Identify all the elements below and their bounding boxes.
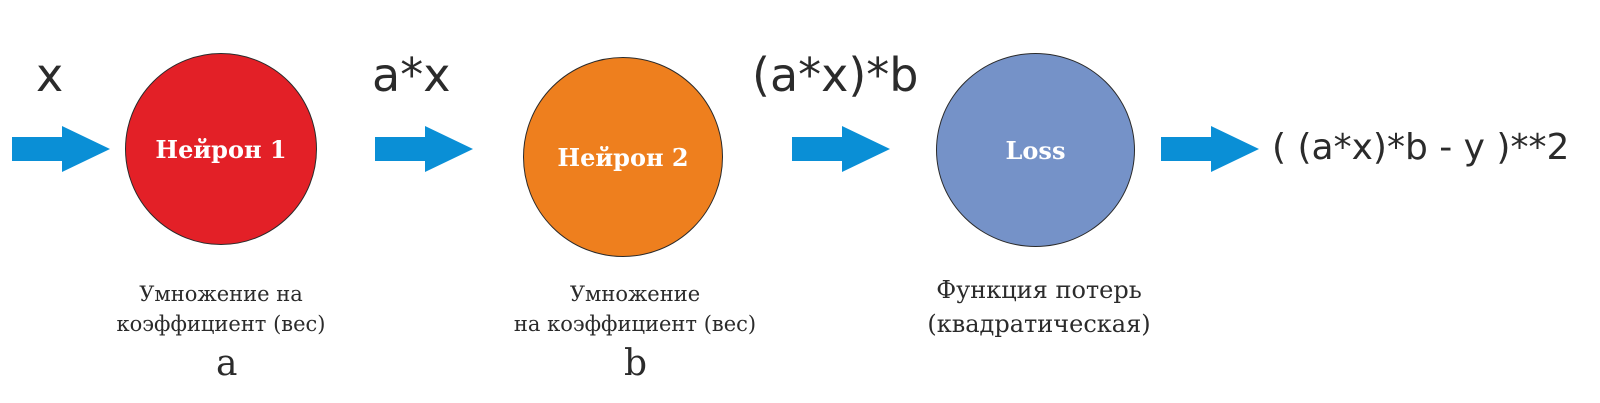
- loss-caption-line1: Функция потерь: [936, 276, 1142, 304]
- neuron-2-caption: Умножение на коэффициент (вес): [480, 279, 790, 339]
- neuron-1-caption: Умножение на коэффициент (вес): [81, 279, 361, 339]
- arrow-3-shape: [792, 126, 890, 172]
- neuron1-output-label: a*x: [372, 48, 451, 102]
- neuron-1-label: Нейрон 1: [155, 134, 287, 164]
- neuron-2-caption-line2: на коэффициент (вес): [513, 312, 757, 336]
- arrow-right-icon: [1161, 126, 1259, 172]
- neuron-2-label: Нейрон 2: [557, 142, 689, 172]
- arrow-1-shape: [12, 126, 110, 172]
- loss-caption-line2: (квадратическая): [927, 310, 1151, 338]
- loss-output-label: ( (a*x)*b - y )**2: [1272, 127, 1570, 168]
- arrow-right-icon: [792, 126, 890, 172]
- neuron-2-caption-line1: Умножение: [569, 282, 701, 306]
- neuron-1-weight: a: [216, 343, 238, 384]
- arrow-2-shape: [375, 126, 473, 172]
- loss-node: Loss: [936, 53, 1135, 247]
- loss-caption: Функция потерь (квадратическая): [886, 273, 1192, 341]
- arrow-right-icon: [375, 126, 473, 172]
- input-label: x: [36, 48, 64, 102]
- loss-label: Loss: [1005, 135, 1066, 165]
- neuron-1-caption-line1: Умножение на: [139, 282, 303, 306]
- arrow-right-icon: [12, 126, 110, 172]
- neuron2-output-label: (a*x)*b: [752, 48, 919, 102]
- neuron-2-node: Нейрон 2: [523, 57, 723, 257]
- neuron-1-node: Нейрон 1: [125, 53, 317, 245]
- neuron-1-caption-line2: коэффициент (вес): [116, 312, 326, 336]
- neuron-2-weight: b: [624, 343, 648, 384]
- arrow-4-shape: [1161, 126, 1259, 172]
